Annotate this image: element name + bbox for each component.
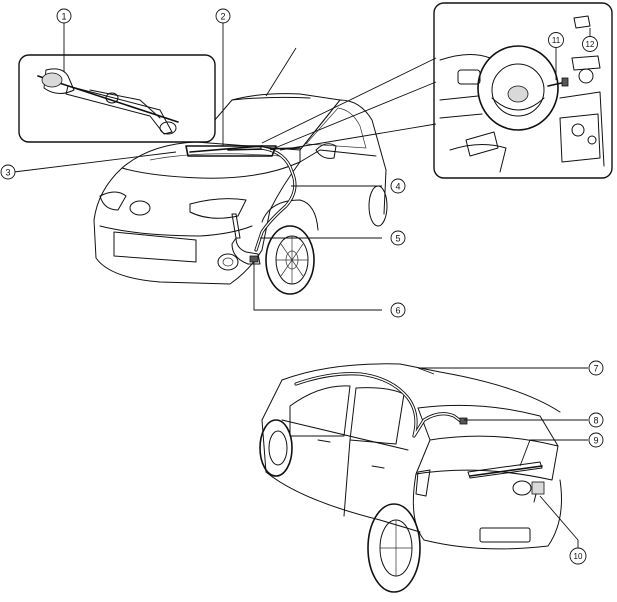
wiper-linkage-inset bbox=[18, 54, 216, 143]
callout-7-label: 7 bbox=[593, 364, 598, 374]
callout-3-label: 3 bbox=[5, 168, 10, 178]
rear-car-illustration bbox=[259, 363, 562, 593]
callout-4-label: 4 bbox=[395, 182, 400, 192]
leader-lines bbox=[13, 23, 591, 548]
callout-11-label: 11 bbox=[552, 36, 561, 45]
callout-9: 9 bbox=[588, 432, 604, 448]
callout-5-label: 5 bbox=[395, 234, 400, 244]
callout-9-label: 9 bbox=[593, 436, 598, 446]
callout-10: 10 bbox=[569, 547, 587, 565]
callout-10-label: 10 bbox=[574, 552, 583, 561]
callout-4: 4 bbox=[390, 178, 406, 194]
callout-1-label: 1 bbox=[61, 12, 66, 22]
callout-11: 11 bbox=[548, 32, 564, 48]
callout-6-label: 6 bbox=[395, 306, 400, 316]
callout-1: 1 bbox=[56, 8, 72, 24]
callout-8: 8 bbox=[588, 412, 604, 428]
callout-2-label: 2 bbox=[220, 12, 225, 22]
callout-7: 7 bbox=[588, 360, 604, 376]
callout-6: 6 bbox=[390, 302, 406, 318]
roof-pointer-line bbox=[265, 47, 297, 97]
callout-8-label: 8 bbox=[593, 416, 598, 426]
inset-connector-line bbox=[261, 57, 437, 151]
callout-5: 5 bbox=[390, 230, 406, 246]
callout-3: 3 bbox=[0, 164, 16, 180]
front-car-illustration bbox=[93, 93, 388, 295]
callout-12-label: 12 bbox=[586, 40, 595, 49]
dashboard-inset bbox=[433, 2, 613, 179]
callout-2: 2 bbox=[215, 8, 231, 24]
callout-12: 12 bbox=[582, 36, 598, 52]
